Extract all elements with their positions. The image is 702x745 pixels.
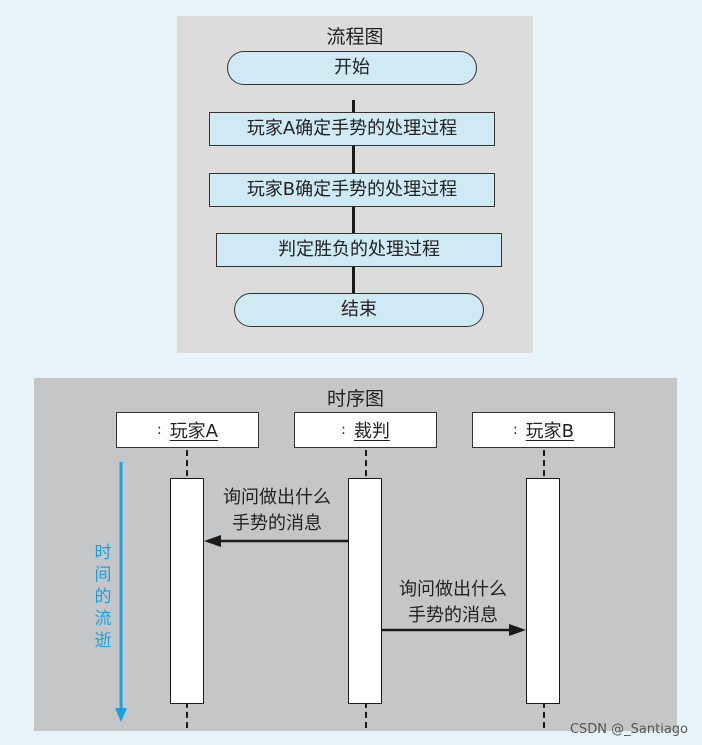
message-label-1: 询问做出什么 手势的消息 <box>212 485 342 537</box>
lifeline-name: 玩家A <box>169 421 219 442</box>
start-terminal: 开始 <box>227 51 477 85</box>
watermark: CSDN @_Santiago <box>569 722 688 737</box>
end-terminal: 结束 <box>234 293 484 327</box>
sequence-panel: 时序图 : 玩家A : 裁判 : 玩家B 询问做出什么 手势的消息 <box>34 378 677 731</box>
time-axis-char: 的 <box>94 587 112 607</box>
process-step-2: 玩家B确定手势的处理过程 <box>209 173 495 207</box>
process-step-label: 判定胜负的处理过程 <box>278 239 440 260</box>
time-axis-label: 时 间 的 流 逝 <box>92 542 114 652</box>
time-axis-char: 间 <box>94 565 112 585</box>
start-label: 开始 <box>334 57 370 78</box>
lifeline-name: 玩家B <box>525 421 575 442</box>
message-label-line: 手势的消息 <box>408 605 498 626</box>
lifeline-colon: : <box>156 422 162 438</box>
time-arrow <box>115 462 127 722</box>
time-axis-char: 时 <box>94 543 112 563</box>
activation-player-b <box>526 478 560 704</box>
activation-player-a <box>170 478 204 704</box>
time-axis-char: 逝 <box>94 631 112 651</box>
process-step-3: 判定胜负的处理过程 <box>216 233 502 267</box>
lifeline-colon: : <box>512 422 518 438</box>
lifeline-colon: : <box>341 422 346 438</box>
end-label: 结束 <box>341 299 377 320</box>
message-label-line: 询问做出什么 <box>223 487 331 508</box>
lifeline-header-referee: : 裁判 <box>294 412 437 448</box>
flowchart-panel: 流程图 开始 玩家A确定手势的处理过程 玩家B确定手势的处理过程 判定胜负的处理… <box>177 16 533 353</box>
sequence-title: 时序图 <box>326 388 384 410</box>
message-label-line: 询问做出什么 <box>399 579 507 600</box>
process-step-label: 玩家A确定手势的处理过程 <box>246 118 458 139</box>
process-step-label: 玩家B确定手势的处理过程 <box>246 179 458 200</box>
message-label-line: 手势的消息 <box>232 513 322 534</box>
flowchart-title: 流程图 <box>326 26 384 48</box>
process-step-1: 玩家A确定手势的处理过程 <box>209 112 495 146</box>
flow-connector <box>352 100 355 326</box>
lifeline-header-player-b: : 玩家B <box>472 412 615 448</box>
time-axis-char: 流 <box>94 609 112 629</box>
activation-referee <box>348 478 382 704</box>
message-label-2: 询问做出什么 手势的消息 <box>388 577 518 629</box>
lifeline-header-player-a: : 玩家A <box>116 412 259 448</box>
lifeline-name: 裁判 <box>353 421 390 442</box>
